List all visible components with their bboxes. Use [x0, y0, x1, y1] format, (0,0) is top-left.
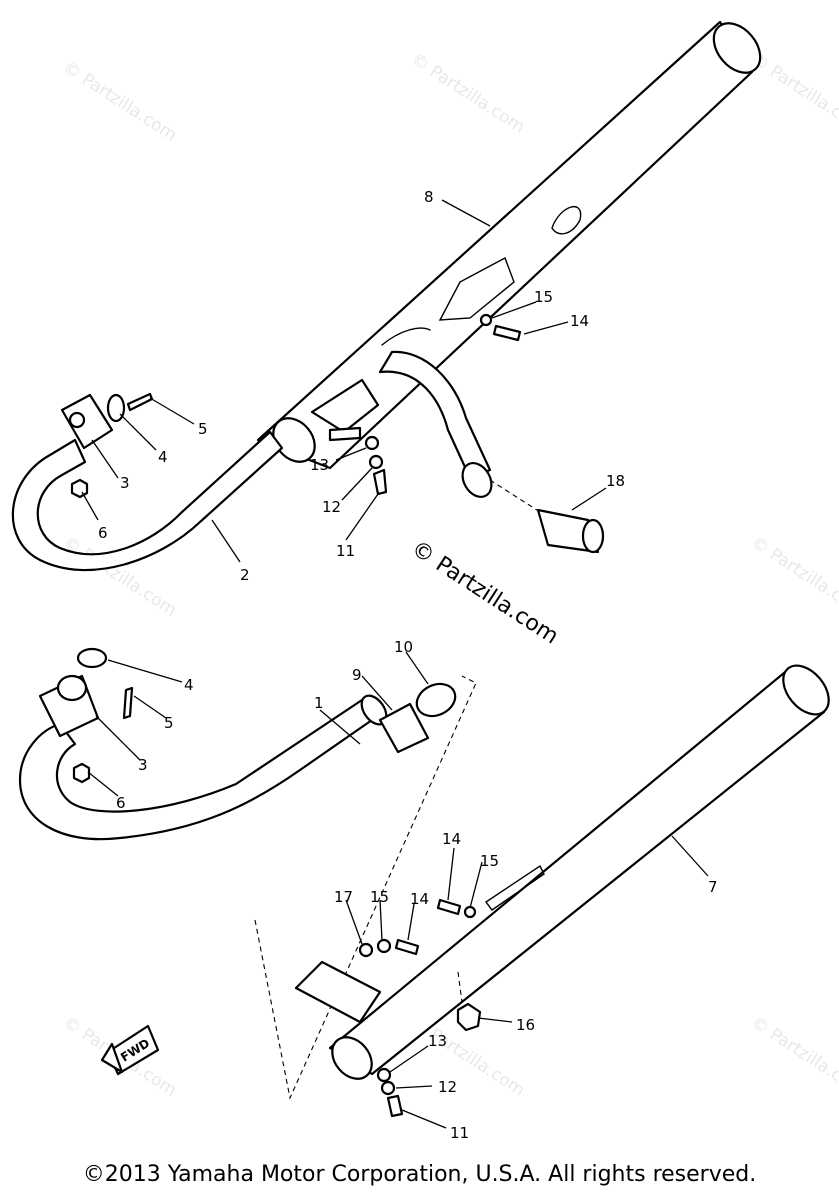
watermark: © Partzilla.com: [747, 532, 839, 620]
callout-15: 15: [480, 852, 499, 870]
callout-6: 6: [116, 794, 126, 812]
callouts-upper: 8 15 14 5 4 3 6 2 13 12 11 18: [98, 188, 625, 584]
protector-upper[interactable]: [536, 508, 605, 554]
callout-11: 11: [336, 542, 355, 560]
watermark: © Partzilla.com: [747, 1012, 839, 1100]
nut-lower[interactable]: [72, 762, 91, 784]
gasket-upper[interactable]: [106, 393, 126, 423]
callout-3: 3: [138, 756, 148, 774]
gasket-lower[interactable]: [76, 647, 108, 669]
gasket-9[interactable]: [378, 702, 430, 754]
callout-16: 16: [516, 1016, 535, 1034]
header-pipe-lower[interactable]: [18, 691, 391, 841]
header-pipe-upper[interactable]: [11, 430, 284, 572]
center-watermark: © Partzilla.com: [407, 536, 563, 649]
copyright-footer: ©2013 Yamaha Motor Corporation, U.S.A. A…: [82, 1162, 757, 1187]
stud-bolt-upper[interactable]: [126, 392, 154, 412]
exhaust-joint-upper[interactable]: [60, 393, 114, 450]
hardware-lower[interactable]: [358, 898, 482, 1118]
muffler-lower[interactable]: [324, 657, 838, 1087]
callout-14: 14: [442, 830, 461, 848]
leaders-upper: [81, 199, 607, 563]
callout-5: 5: [198, 420, 208, 438]
watermark: © Partzilla.com: [407, 49, 528, 137]
callout-18: 18: [606, 472, 625, 490]
hardware-upper[interactable]: [364, 313, 522, 496]
callout-4: 4: [158, 448, 168, 466]
callout-12: 12: [322, 498, 341, 516]
stud-bolt-lower[interactable]: [122, 686, 134, 720]
callout-4: 4: [184, 676, 194, 694]
callout-10: 10: [394, 638, 413, 656]
callout-1: 1: [314, 694, 324, 712]
bracket-lower[interactable]: [294, 960, 382, 1024]
callout-6: 6: [98, 524, 108, 542]
callout-14: 14: [570, 312, 589, 330]
callout-15: 15: [370, 888, 389, 906]
nut-upper[interactable]: [70, 478, 89, 499]
callout-13: 13: [428, 1032, 447, 1050]
callouts-lower: 4 5 3 6 1 9 10 7 14 15 17 15 14 16 13 12…: [116, 638, 718, 1142]
callout-2: 2: [240, 566, 250, 584]
exhaust-joint-lower[interactable]: [38, 674, 100, 738]
callout-12: 12: [438, 1078, 457, 1096]
callout-11: 11: [450, 1124, 469, 1142]
callout-14: 14: [410, 890, 429, 908]
ring-10[interactable]: [412, 678, 461, 722]
assembly-outline: [254, 675, 477, 1100]
callout-17: 17: [334, 888, 353, 906]
callout-15: 15: [534, 288, 553, 306]
callout-3: 3: [120, 474, 130, 492]
crossover-pipe-upper[interactable]: [378, 350, 497, 502]
callout-9: 9: [352, 666, 362, 684]
watermark: © Partzilla.com: [747, 49, 839, 137]
callout-13: 13: [310, 456, 329, 474]
callout-7: 7: [708, 878, 718, 896]
leaders-lower: [87, 651, 709, 1129]
callout-5: 5: [164, 714, 174, 732]
muffler-upper[interactable]: [256, 14, 770, 470]
watermark: © Partzilla.com: [59, 57, 180, 145]
callout-8: 8: [424, 188, 434, 206]
